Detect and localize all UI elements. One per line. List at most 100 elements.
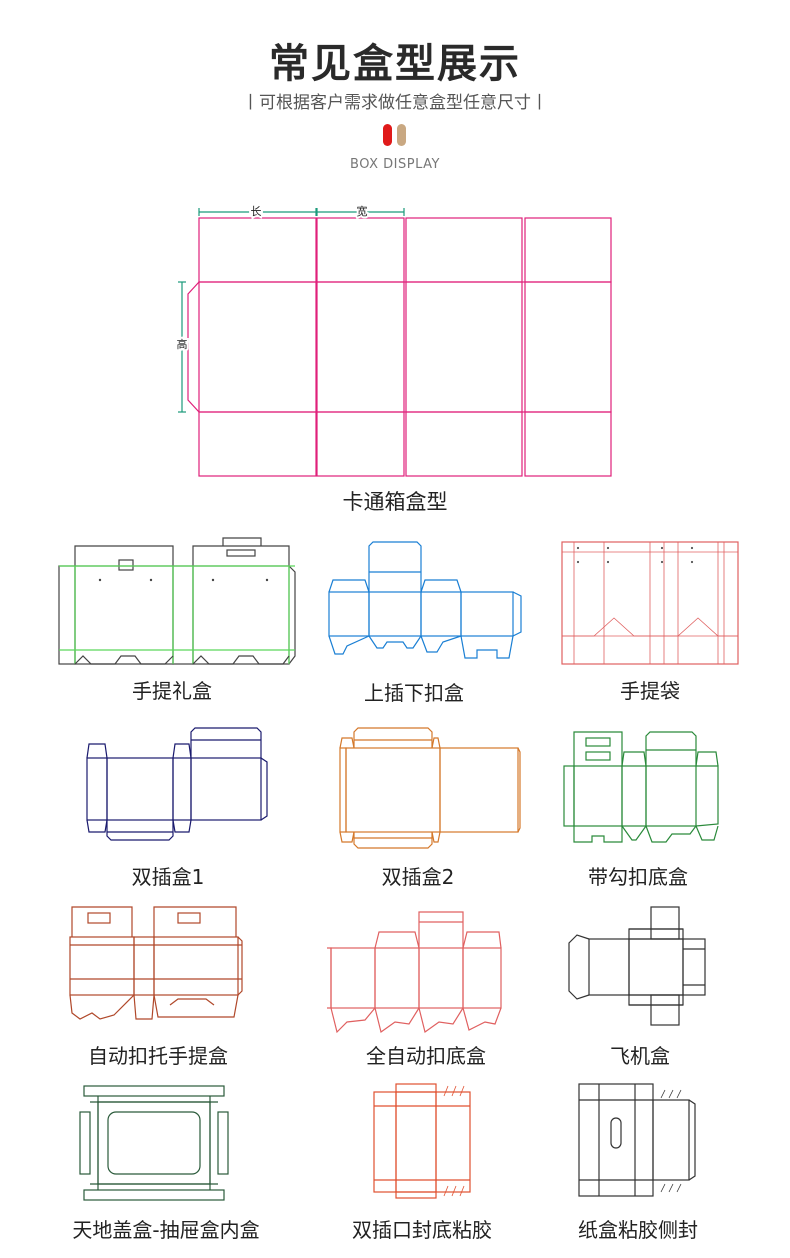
dieline-outline (418, 1007, 464, 1034)
dieline-outline (86, 819, 108, 833)
dieline-line (676, 1089, 682, 1099)
dieline-line (443, 1185, 449, 1197)
dieline-outline (418, 911, 464, 948)
dieline-line (459, 1185, 465, 1197)
dieline-outline (431, 831, 441, 843)
dieline-outline (645, 731, 697, 766)
full-auto-lock-bottom-box-diagram (327, 911, 502, 1034)
box-label: 上插下扣盒 (364, 681, 464, 705)
dieline-panel (74, 565, 174, 665)
dieline-panel (106, 757, 174, 821)
handle-slot-icon (610, 1117, 622, 1149)
box-label: 自动扣托手提盒 (88, 1044, 228, 1068)
dieline-panel (217, 1111, 229, 1175)
dieline-panel (621, 765, 647, 827)
dieline-panel (79, 1111, 91, 1175)
dieline-line (668, 1183, 674, 1193)
dieline-outline (568, 934, 590, 1000)
dieline-outline (153, 994, 239, 1018)
dieline-panel (405, 411, 523, 477)
dieline-outline (222, 537, 262, 546)
dieline-outline (288, 565, 296, 665)
dieline-panel (650, 994, 680, 1026)
dieline-outline (133, 994, 155, 1020)
dieline-panel (524, 411, 612, 477)
dieline-outline (695, 765, 719, 827)
dieline-outline (621, 751, 647, 767)
punch-hole-icon (690, 546, 694, 550)
dieline-outline (512, 591, 522, 637)
dieline-panel (368, 591, 422, 637)
dieline-outline (420, 579, 462, 593)
box-label: 双插盒2 (381, 865, 455, 889)
dieline-outline (192, 545, 290, 566)
dieline-outline (74, 655, 174, 665)
dieline-outline (339, 831, 355, 843)
dieline-outline (172, 743, 192, 759)
dieline-line (451, 1185, 457, 1197)
dieline-panel (585, 737, 611, 747)
dieline-outline (353, 832, 433, 849)
box-label: 双插盒1 (131, 865, 205, 889)
dieline-outline (573, 826, 623, 843)
dieline-outline (695, 825, 719, 841)
hook-lock-bottom-box-diagram (563, 731, 719, 843)
auto-lock-handle-box-diagram (69, 906, 243, 1020)
box-label: 手提袋 (620, 679, 680, 703)
dieline-outline (420, 635, 462, 653)
dieline-outline (460, 635, 514, 659)
dieline-panel (563, 765, 575, 827)
dieline-panel (682, 938, 706, 996)
double-tuck-box-2-diagram (339, 727, 521, 849)
dieline-outline (688, 1099, 696, 1181)
dimension-width-label: 宽 (357, 204, 368, 218)
dieline-panel (628, 928, 684, 940)
punch-hole-icon (660, 546, 664, 550)
dieline-outline (339, 737, 355, 749)
dieline-panel (226, 549, 256, 557)
page-title: 常见盒型展示 (269, 41, 521, 87)
box-label: 双插口封底粘胶 (352, 1218, 492, 1242)
glued-side-seal-box-diagram (578, 1083, 696, 1197)
top-tuck-bottom-lock-box-diagram (328, 541, 522, 659)
dieline-outline (328, 635, 370, 655)
box-label: 全自动扣底盒 (366, 1044, 486, 1068)
dieline-panel (330, 947, 376, 1009)
dieline-panel (373, 1091, 397, 1193)
dieline-panel (439, 747, 519, 833)
dieline-panel (395, 1091, 437, 1193)
dieline-panel (177, 912, 201, 924)
dieline-outline (654, 617, 738, 637)
dieline-panel (58, 565, 76, 665)
dieline-panel (650, 906, 680, 940)
dieline-panel (374, 947, 420, 1009)
box-label: 带勾扣底盒 (588, 865, 688, 889)
dimension-height-label: 高 (177, 337, 188, 351)
dieline-panel (345, 747, 441, 833)
dieline-outline (645, 825, 697, 843)
dieline-line (459, 1085, 465, 1097)
dieline-line (451, 1085, 457, 1097)
dieline-panel (172, 757, 192, 821)
dieline-panel (316, 411, 405, 477)
dieline-outline (71, 906, 133, 937)
punch-hole-icon (265, 578, 269, 582)
dieline-panel (462, 947, 502, 1009)
dieline-line (668, 1089, 674, 1099)
dieline-panel (405, 217, 523, 283)
dieline-panel (328, 591, 370, 637)
dieline-outline (328, 579, 370, 593)
dieline-outline (353, 727, 433, 748)
mailer-box-diagram (568, 906, 706, 1026)
dieline-panel (395, 1191, 437, 1199)
punch-hole-icon (576, 546, 580, 550)
dieline-panel (97, 1101, 211, 1185)
dieline-outline (86, 743, 108, 759)
tote-bag-diagram (561, 541, 739, 665)
dieline-outline (562, 617, 654, 637)
carton-box-label: 卡通箱盒型 (342, 490, 448, 514)
dieline-panel (573, 765, 623, 827)
dieline-outline (330, 1007, 376, 1034)
dieline-panel (118, 559, 134, 571)
punch-hole-icon (606, 560, 610, 564)
